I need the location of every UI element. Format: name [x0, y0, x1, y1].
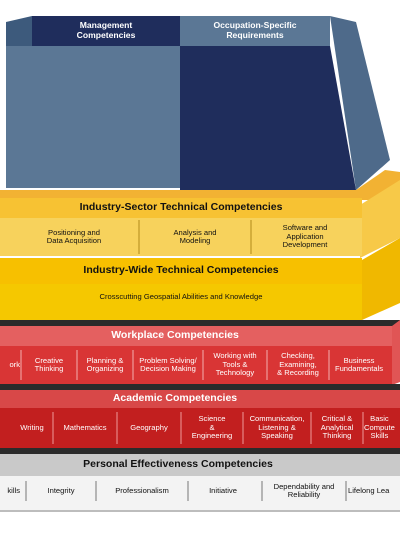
wide-tier-body — [0, 284, 362, 320]
workplace-tier-header — [0, 326, 392, 346]
sector-tier-title: Industry-Sector Technical Competencies — [79, 201, 283, 214]
personal-item: Dependability and Reliability — [273, 481, 335, 499]
personal-item: Lifelong Lea — [348, 485, 390, 495]
management-competencies-label: Management Competencies — [76, 20, 136, 40]
academic-item: Writing — [20, 422, 44, 432]
top-tier-header-left — [32, 16, 180, 46]
sector-tier-body — [0, 218, 362, 256]
wide-tier-title: Industry-Wide Technical Competencies — [83, 264, 279, 277]
sector-item: Software and Application Development — [282, 223, 328, 250]
occupation-specific-label: Occupation-Specific Requirements — [213, 20, 297, 40]
sector-item: Positioning and Data Acquisition — [46, 227, 102, 245]
workplace-item: ork — [9, 359, 20, 369]
personal-tier-bottom-edge — [0, 510, 400, 512]
personal-item: Professionalism — [115, 485, 169, 495]
personal-item: kills — [7, 485, 20, 495]
workplace-item: Checking, Examining, & Recording — [277, 351, 319, 378]
personal-tier-header — [0, 454, 400, 476]
sector-tier-top-face — [0, 170, 400, 200]
wide-tier-dark-band — [0, 320, 400, 326]
academic-item: Critical & Analytical Thinking — [320, 414, 354, 441]
top-tier-right-face — [330, 16, 390, 190]
personal-tier-title: Personal Effectiveness Competencies — [83, 458, 273, 471]
academic-tier-title: Academic Competencies — [112, 392, 238, 405]
academic-item: Geography — [130, 422, 168, 432]
sector-tier-header — [0, 198, 362, 218]
wide-tier-header — [0, 258, 362, 284]
workplace-tier-dark-band — [0, 384, 400, 390]
top-tier-body-right — [180, 46, 356, 190]
workplace-tier-side-face — [392, 320, 400, 385]
top-tier-header-right — [180, 16, 330, 46]
workplace-item: Business Fundamentals — [334, 355, 384, 373]
workplace-item: Working with Tools & Technology — [213, 351, 257, 378]
workplace-item: Planning & Organizing — [86, 355, 124, 373]
personal-item: Initiative — [209, 485, 237, 495]
personal-item: Integrity — [47, 485, 75, 495]
academic-item: Science & Engineering — [191, 414, 233, 441]
academic-tier-body — [0, 408, 400, 448]
wide-item: Crosscutting Geospatial Abilities and Kn… — [99, 291, 263, 301]
academic-tier-dark-band — [0, 448, 400, 454]
workplace-item: Creative Thinking — [34, 355, 64, 373]
cell-dividers — [20, 220, 364, 501]
academic-item: Basic Compute Skills — [364, 414, 395, 441]
wide-tier-side-face — [362, 238, 400, 320]
academic-item: Mathematics — [63, 422, 107, 432]
workplace-item: Problem Solving/ Decision Making — [139, 355, 197, 373]
sector-item: Analysis and Modeling — [173, 227, 217, 245]
academic-item: Communication, Listening & Speaking — [249, 414, 305, 441]
top-tier-body-left — [6, 46, 180, 188]
personal-tier-body — [0, 476, 400, 510]
workplace-tier-body — [0, 346, 392, 384]
workplace-tier-title: Workplace Competencies — [111, 329, 239, 342]
academic-tier-header — [0, 390, 400, 408]
sector-tier-side-face — [360, 180, 400, 258]
